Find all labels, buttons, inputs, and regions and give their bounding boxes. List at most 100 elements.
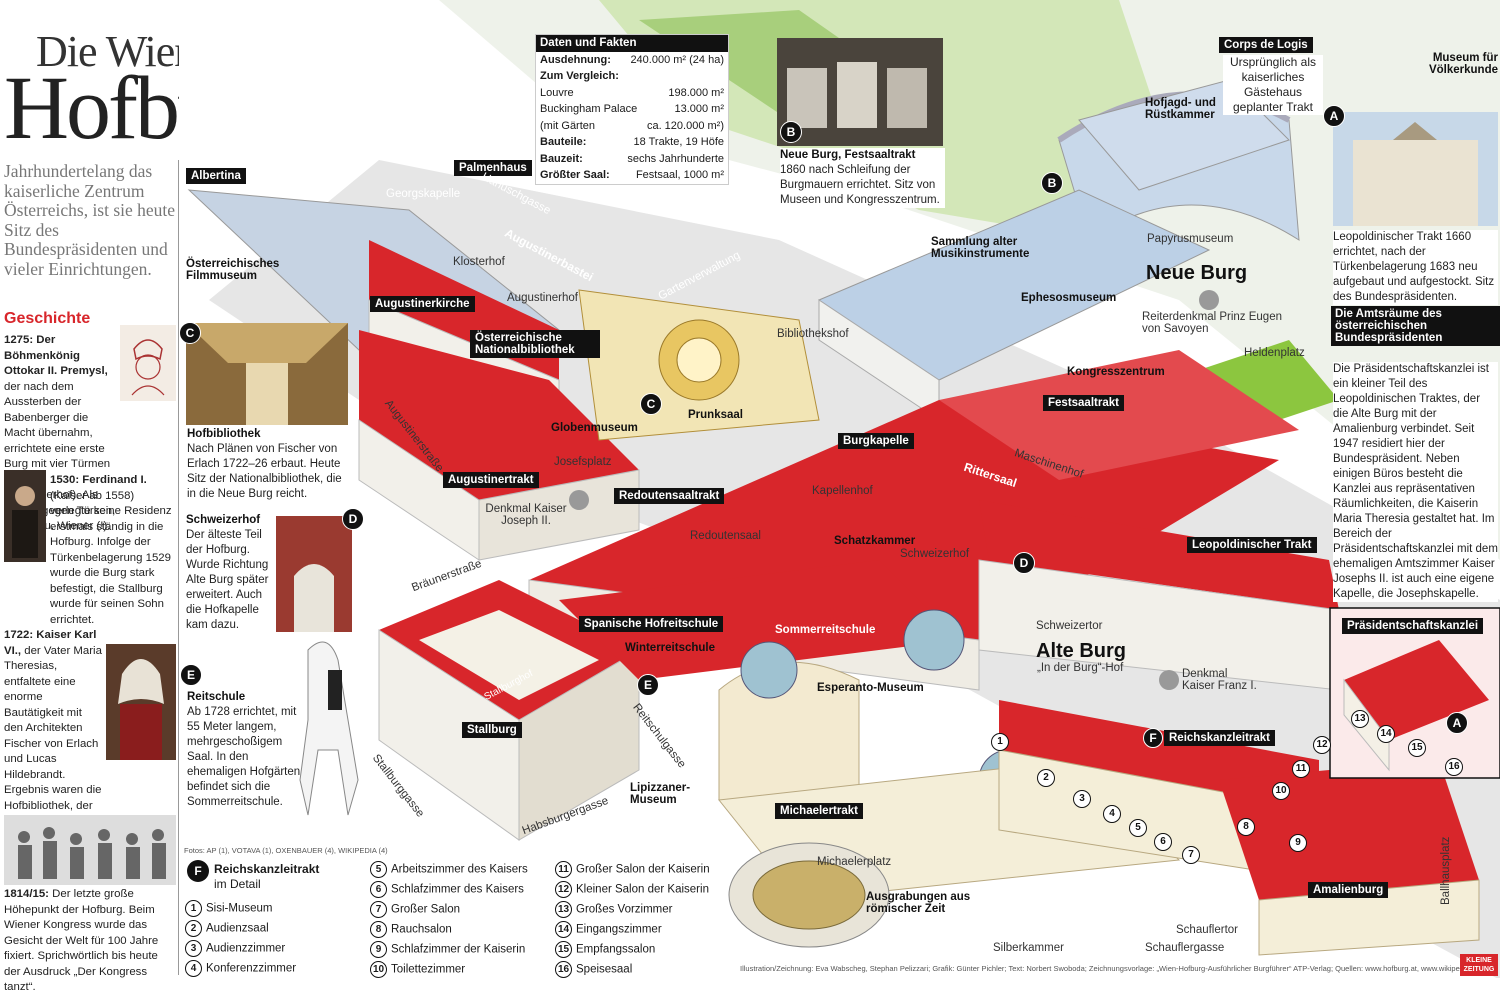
marker-f: F — [1143, 728, 1163, 748]
label-denkmal-joseph: Denkmal Kaiser Joseph II. — [485, 503, 567, 527]
reitschule-panel: Reitschule Ab 1728 errichtet, mit 55 Met… — [187, 690, 307, 810]
label-palmenhaus: Palmenhaus — [454, 160, 532, 176]
label-redoutensaal: Redoutensaal — [690, 530, 761, 542]
label-schatzkammer: Schatzkammer — [834, 535, 916, 547]
facts-row: Größter Saal:Festsaal, 1000 m² — [536, 167, 728, 184]
label-heldenplatz: Heldenplatz — [1244, 347, 1305, 359]
map-marker-c: C — [640, 393, 662, 415]
facts-label: (mit Gärten — [540, 119, 596, 132]
facts-value: Festsaal, 1000 m² — [635, 169, 724, 181]
panel-text: 1860 nach Schleifung der Burgmauern erri… — [780, 164, 940, 206]
label-kongresszentrum: Kongresszentrum — [1067, 366, 1165, 378]
label-michaelertrakt: Michaelertrakt — [775, 803, 863, 819]
illustration-credits: Illustration/Zeichnung: Eva Wabscheg, St… — [740, 964, 1483, 973]
history-entry-1530: 1530: Ferdinand I. (Kaiser ab 1558) verl… — [50, 473, 176, 628]
label-leopoldinischer-trakt: Leopoldinischer Trakt — [1187, 537, 1317, 553]
facts-row: Ausdehnung:240.000 m² (24 ha) — [536, 52, 728, 69]
label-papyrusmuseum: Papyrusmuseum — [1147, 233, 1234, 245]
intro-text: Jahrhundertelang das kaiserliche Zentrum… — [4, 161, 176, 279]
label-prunksaal: Prunksaal — [688, 409, 743, 421]
label-stallburg: Stallburg — [462, 722, 522, 738]
facts-heading: Daten und Fakten — [536, 35, 728, 52]
label-klosterhof: Klosterhof — [453, 256, 505, 268]
label-georgskapelle: Georgskapelle — [386, 188, 461, 200]
map-marker-b: B — [1041, 172, 1063, 194]
label-augustinertrakt: Augustinertrakt — [443, 472, 539, 488]
label-corps-de-logis: Corps de Logis — [1219, 37, 1313, 53]
label-burgkapelle: Burgkapelle — [838, 433, 914, 449]
facts-label: Zum Vergleich: — [540, 70, 619, 82]
schweizerhof-panel: Schweizerhof Der älteste Teil der Hofbur… — [186, 513, 274, 633]
label-reiterdenkmal: Reiterdenkmal Prinz Eugen von Savoyen — [1142, 311, 1282, 335]
marker-a-inset: A — [1446, 712, 1468, 734]
room-number: 14 — [1377, 725, 1395, 743]
room-number: 3 — [1073, 790, 1091, 808]
room-number: 10 — [1272, 782, 1290, 800]
facts-value: 198.000 m² — [668, 86, 724, 99]
label-musikinstrumente: Sammlung alter Musikinstrumente — [931, 236, 1030, 260]
label-neue-burg: Neue Burg — [1146, 262, 1248, 284]
label-spanische-hofreitschule: Spanische Hofreitschule — [579, 616, 724, 632]
label-amalienburg: Amalienburg — [1308, 882, 1389, 898]
facts-value: sechs Jahrhunderte — [627, 152, 724, 165]
sidebar-divider — [178, 160, 179, 975]
marker-e: E — [180, 664, 202, 686]
facts-label: Louvre — [540, 86, 574, 99]
room-number: 2 — [1037, 769, 1055, 787]
label-augustinerkirche: Augustinerkirche — [370, 296, 475, 312]
schweizertor-photo — [276, 516, 352, 632]
room-number: 13 — [1351, 710, 1369, 728]
label-filmmuseum: Österreichisches Filmmuseum — [186, 258, 280, 282]
label-globenmuseum: Globenmuseum — [551, 422, 638, 434]
amtsraeume-heading: Die Amtsräume des österreichischen Bunde… — [1331, 306, 1500, 346]
panel-text: Nach Plänen von Fischer von Erlach 1722–… — [187, 443, 342, 500]
history-date: 1275: Der Böhmenkönig Ottokar II. Premys… — [4, 334, 108, 377]
ottokar-portrait — [120, 325, 176, 401]
lipizzaner-horse-image — [299, 641, 359, 816]
room-number: 8 — [1237, 818, 1255, 836]
label-michaelerplatz: Michaelerplatz — [817, 856, 892, 868]
panel-title: Reitschule — [187, 691, 246, 703]
label-sommerreitschule: Sommerreitschule — [775, 624, 876, 636]
corps-de-logis-text: Ursprünglich als kaiserliches Gästehaus … — [1223, 55, 1323, 115]
history-date: 1530: Ferdinand I. — [50, 474, 147, 486]
facts-label: Bauteile: — [540, 136, 587, 148]
history-text: Der letzte große Höhepunkt der Hofburg. … — [4, 888, 159, 993]
marker-d: D — [342, 508, 364, 530]
facts-label: Ausdehnung: — [540, 53, 611, 66]
facts-value: ca. 120.000 m²) — [646, 119, 724, 132]
map-marker-e: E — [637, 674, 659, 696]
facts-label: Bauzeit: — [540, 152, 583, 165]
label-josefsplatz: Josefsplatz — [554, 456, 612, 468]
label-museum-voelkerkunde: Museum für Völkerkunde — [1428, 52, 1498, 76]
room-number: 9 — [1289, 834, 1307, 852]
room-number: 6 — [1154, 833, 1172, 851]
label-reichskanzleitrakt: Reichskanzleitrakt — [1164, 730, 1275, 746]
label-esperanto-museum: Esperanto-Museum — [817, 682, 924, 694]
facts-label: Buckingham Palace — [540, 103, 638, 115]
facts-value: 18 Trakte, 19 Höfe — [633, 136, 725, 148]
panel-title: Hofbibliothek — [187, 428, 261, 440]
room-number: 7 — [1182, 846, 1200, 864]
history-text: (Kaiser ab 1558) verlegte seine Residenz… — [50, 489, 172, 626]
panel-title: Schweizerhof — [186, 514, 261, 526]
label-bibliothekshof: Bibliothekshof — [777, 328, 849, 340]
history-heading: Geschichte — [4, 310, 91, 327]
amtsraeume-text: Die Präsidentschaftskanzlei ist ein klei… — [1333, 362, 1498, 602]
marker-a: A — [1323, 105, 1345, 127]
label-augustinerhof: Augustinerhof — [507, 292, 578, 304]
hofbibliothek-photo — [186, 323, 348, 425]
room-number: 5 — [1129, 819, 1147, 837]
legend-subtitle: im Detail — [214, 877, 261, 891]
